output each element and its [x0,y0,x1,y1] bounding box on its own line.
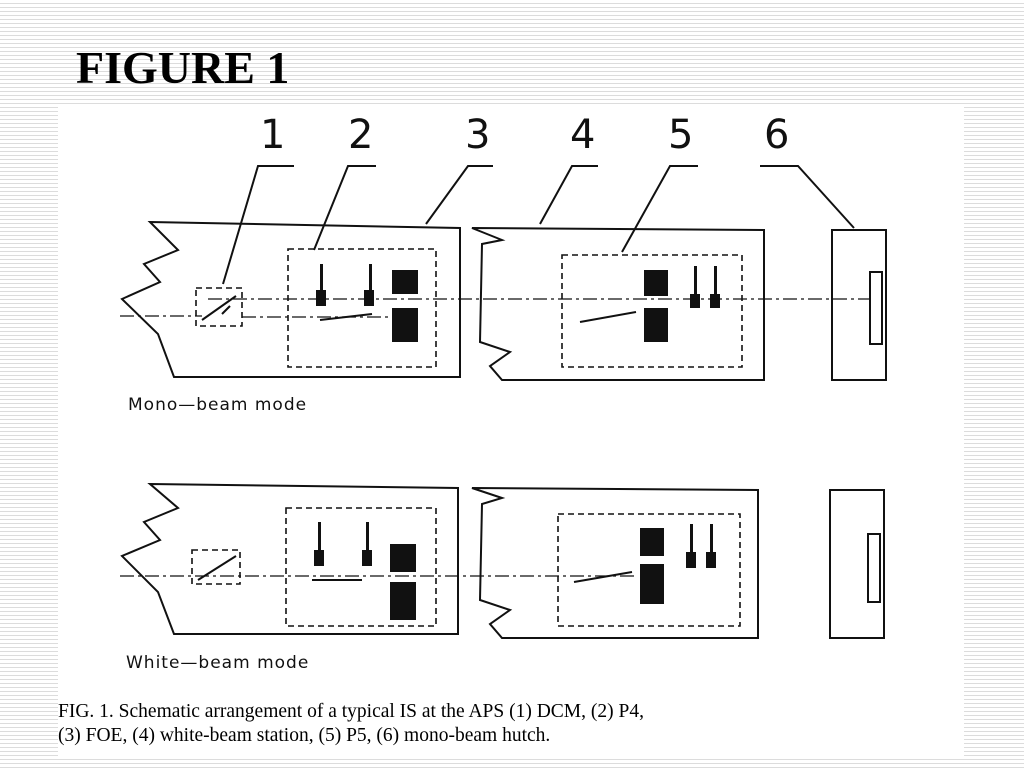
callout-number-4: 4 [570,112,595,158]
foe-enclosure-bottom [120,482,459,635]
p5-slit-rod-2 [714,266,717,296]
p4-slit-rod-1 [320,264,323,292]
slide-title: FIGURE 1 [76,42,290,93]
white-beam-station-enclosure [471,227,765,381]
p5-shutter-lower [644,308,668,342]
mono-beam-hutch [831,229,887,381]
callout-numbers: 1 2 3 4 5 6 [260,112,789,158]
caption-line-1: FIG. 1. Schematic arrangement of a typic… [58,701,644,722]
dcm-box-bottom [191,549,241,585]
p5-slit-rod-1 [694,266,697,296]
p5-slit-2 [710,294,720,308]
white-beam-layout: White—beam mode [120,482,885,673]
callout-number-3: 3 [465,112,490,158]
callout-number-5: 5 [668,112,693,158]
p5-slit-rod-1-bottom [690,524,693,554]
p4-slit-rod-2-bottom [366,522,369,552]
p5-box-bottom [557,513,741,627]
p5-slit-1 [690,294,700,308]
caption-line-2: (3) FOE, (4) white-beam station, (5) P5,… [58,725,551,746]
p5-shutter-upper-bottom [640,528,664,556]
callout-number-1: 1 [260,112,285,158]
p4-slit-rod-2 [369,264,372,292]
dcm-crystal-2 [221,305,231,315]
p4-box [287,248,437,368]
p4-shutter-lower-bottom [390,582,416,620]
mono-beam-mode-label: Mono—beam mode [128,395,307,415]
p4-shutter-upper [392,270,418,294]
p4-shutter-upper-bottom [390,544,416,572]
mono-beam-layout: Mono—beam mode [120,220,887,415]
dcm-crystal [201,295,237,321]
p4-box-bottom [285,507,437,627]
p5-slit-1-bottom [686,552,696,568]
leader-line-4 [539,165,598,225]
leader-lines [222,165,855,285]
mono-beam-hutch-bottom [829,489,885,639]
p4-slit-2 [364,290,374,306]
p5-slit-rod-2-bottom [710,524,713,554]
leader-line-5 [621,165,698,253]
callout-number-6: 6 [764,112,789,158]
hutch-sample-stage-bottom [867,533,881,603]
p5-shutter-lower-bottom [640,564,664,604]
p5-mirror [579,311,637,323]
p5-slit-2-bottom [706,552,716,568]
p5-mirror-bottom [573,571,633,583]
dcm-box [195,287,243,327]
hutch-sample-stage [869,271,883,345]
schematic-diagram: 1 2 3 4 5 6 [120,112,887,673]
leader-line-1 [222,165,294,285]
figure-caption: FIG. 1. Schematic arrangement of a typic… [58,700,964,748]
p4-slit-rod-1-bottom [318,522,321,552]
p5-shutter-upper [644,270,668,296]
p4-slit-1-bottom [314,550,324,566]
callout-number-2: 2 [348,112,373,158]
white-beam-station-enclosure-bottom [471,487,759,639]
p4-shutter-lower [392,308,418,342]
p5-box [561,254,743,368]
white-beam-mode-label: White—beam mode [126,653,309,673]
leader-line-2 [313,165,376,251]
p4-slit-1 [316,290,326,306]
leader-line-3 [425,165,493,225]
p4-slit-2-bottom [362,550,372,566]
leader-line-6 [760,165,855,229]
schematic-figure: 1 2 3 4 5 6 [58,104,964,756]
